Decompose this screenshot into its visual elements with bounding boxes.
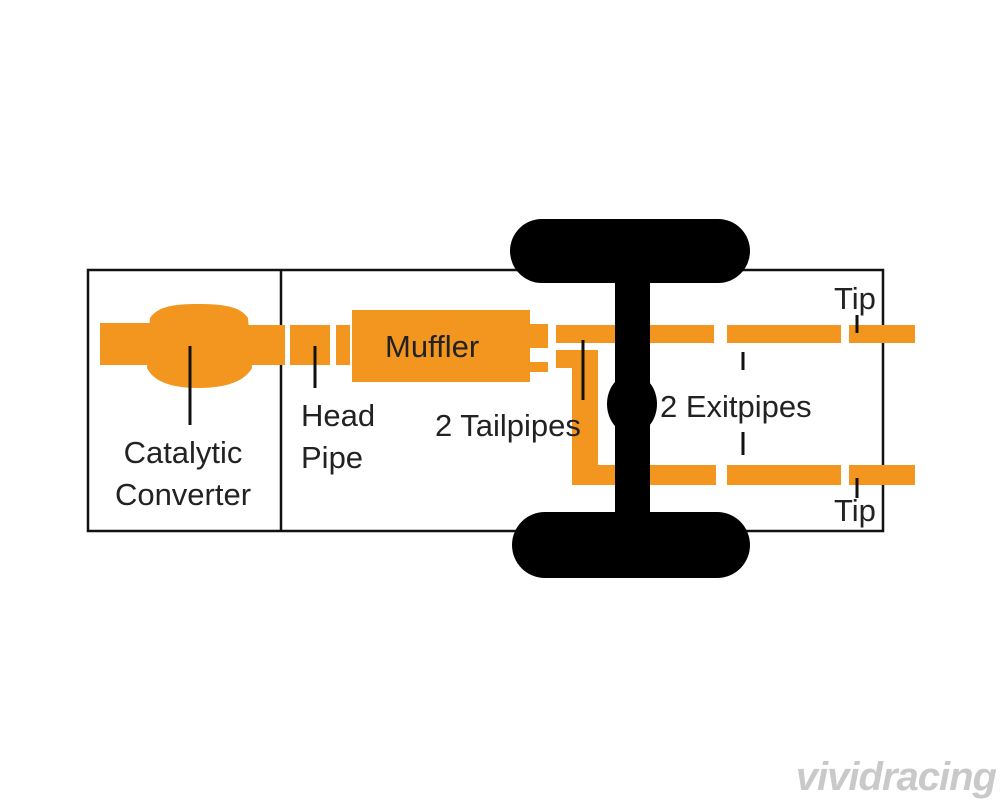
muffler-label: Muffler [385, 329, 479, 364]
catalytic-label-line2: Converter [115, 477, 251, 512]
tip-bottom-label: Tip [834, 493, 876, 528]
differential [607, 374, 657, 434]
rear-axle-assembly [510, 219, 750, 578]
tip-lower [849, 465, 915, 485]
exitpipe-upper [727, 325, 841, 343]
watermark-logo: vividracing [796, 755, 997, 799]
head-pipe-label-line2: Pipe [301, 440, 363, 475]
head-pipe-label-line1: Head [301, 398, 375, 433]
upper-wheel [510, 219, 750, 283]
exitpipes-label: 2 Exitpipes [660, 389, 812, 424]
chassis-frame [86, 268, 885, 533]
tip-top-label: Tip [834, 281, 876, 316]
muffler-body [352, 310, 548, 382]
lower-wheel [512, 512, 750, 578]
tailpipe-lower-vertical [572, 350, 598, 485]
head-pipe-right [336, 325, 350, 365]
leader-lines [188, 315, 859, 498]
tip-upper [849, 325, 915, 343]
catalytic-label-line1: Catalytic [124, 435, 243, 470]
exitpipe-lower [727, 465, 841, 485]
catalytic-converter-body [147, 304, 252, 388]
head-pipe-left [290, 325, 330, 365]
catalytic-outlet-pipe [245, 325, 285, 365]
tailpipes-label: 2 Tailpipes [435, 408, 581, 443]
